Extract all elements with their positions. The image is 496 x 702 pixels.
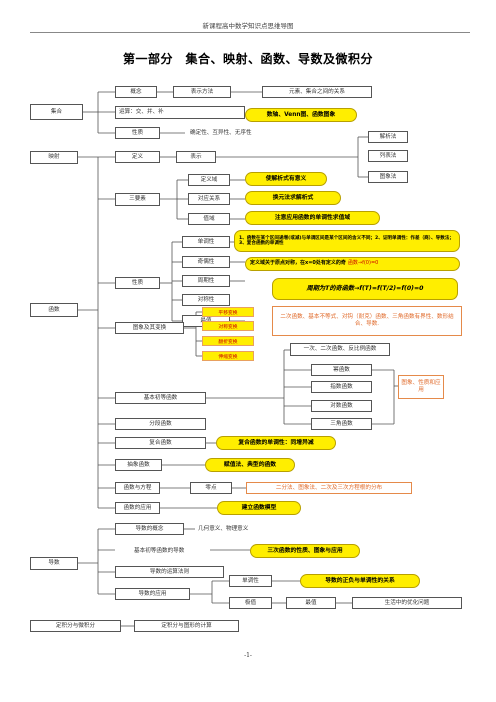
hl-parity-text: 定义域关于原点对称，在x=0处有定义的奇 [250, 260, 346, 267]
node-deriv-extreme: 极值 [229, 597, 272, 609]
node-application: 函数的应用 [115, 502, 160, 514]
node-deriv-concept: 导数的概念 [115, 523, 184, 535]
node-deriv-mono: 单调性 [229, 575, 272, 587]
node-correspondence: 对应关系 [188, 193, 230, 205]
node-deriv-basic: 基本初等函数的导数 [134, 548, 185, 554]
node-deriv-app: 导数的应用 [115, 588, 190, 600]
node-mapping: 映射 [30, 151, 78, 164]
node-deriv-max: 最值 [286, 597, 336, 609]
hl-monotonicity: 1、函数在某个区间递增(或减)与单调区间是某个区间的含义不同；2、证明单调性：作… [234, 230, 460, 252]
node-graph-transform: 图象及其变换 [115, 322, 184, 334]
node-derivative: 导数 [30, 557, 78, 570]
node-deriv-life: 生活中的优化问题 [352, 597, 462, 609]
hl-sets-ops: 数轴、Venn图、函数图象 [245, 108, 357, 122]
node-mapping-def: 定义 [115, 151, 160, 163]
node-range: 值域 [188, 213, 230, 225]
zero-desc: 二分法、图象法、二次及三次方程根的分布 [246, 482, 412, 494]
node-three-elements: 三要素 [115, 193, 160, 206]
node-linear-quadratic: 一次、二次函数、反比例函数 [290, 343, 390, 356]
page-number: -1- [244, 652, 252, 659]
hl-correspondence: 换元法求解析式 [245, 191, 341, 205]
node-trig: 三角函数 [311, 418, 372, 430]
node-sets: 集合 [30, 104, 83, 120]
node-sets-concept: 概念 [115, 86, 157, 98]
hl-application: 建立函数模型 [217, 501, 301, 515]
page-title: 第一部分 集合、映射、函数、导数及微积分 [122, 52, 373, 66]
node-periodicity: 周期性 [182, 275, 230, 287]
hl-periodicity: 周期为T的奇函数→f(T)=f(T/2)=f(0)=0 [272, 278, 458, 300]
node-integral: 定积分与微积分 [30, 620, 121, 632]
node-deriv-rules: 导数的运算法则 [115, 566, 224, 578]
node-exponential: 指数函数 [311, 381, 372, 393]
method-graph: 图象法 [368, 171, 408, 183]
node-mapping-rep: 表示 [176, 151, 216, 163]
page-header: 新课程高中数学知识点思维导图 [202, 22, 294, 30]
node-function: 函数 [30, 303, 78, 317]
node-sets-elem-rel: 元素、集合之间的关系 [262, 86, 372, 98]
hl-abstract: 赋值法、典型的函数 [205, 458, 295, 472]
node-logarithm: 对数函数 [311, 400, 372, 412]
node-power: 幂函数 [311, 364, 372, 376]
node-elementary: 基本初等函数 [115, 392, 206, 404]
transform-stretch: 伸缩变换 [202, 351, 254, 361]
node-piecewise: 分段函数 [115, 418, 206, 430]
method-analytic: 解析法 [368, 131, 408, 143]
node-integral-calc: 定积分与图形的计算 [134, 620, 239, 632]
node-monotonicity: 单调性 [182, 236, 230, 248]
node-composite: 复合函数 [115, 437, 206, 449]
deriv-concept-desc: 几何意义、物理意义 [198, 526, 249, 532]
transform-symmetric: 对称变换 [202, 321, 254, 331]
hl-parity: 定义域关于原点对称，在x=0处有定义的奇 函数→f(0)=0 [245, 257, 460, 271]
method-table: 列表法 [368, 150, 408, 162]
extreme-desc: 二次函数、基本不等式、对钩（耐克）函数、三角函数有界性、数形结合、导数. [272, 306, 462, 336]
sets-props-desc: 确定性、互异性、无序性 [190, 130, 252, 136]
node-zero: 零点 [190, 482, 232, 494]
hl-deriv-basic: 三次函数的性质、图象与应用 [250, 544, 360, 558]
node-sets-props: 性质 [115, 127, 160, 139]
node-sets-repr: 表示方法 [173, 86, 231, 98]
graph-app-box: 图象、性质和应用 [398, 375, 444, 399]
node-abstract: 抽象函数 [115, 459, 162, 471]
hl-deriv-mono: 导数的正负与单调性的关系 [300, 574, 420, 588]
node-equation: 函数与方程 [115, 482, 160, 494]
node-parity: 奇偶性 [182, 256, 230, 268]
hl-composite: 复合函数的单调性：同增异减 [216, 436, 336, 450]
node-domain: 定义域 [188, 174, 230, 186]
transform-fold: 翻折变换 [202, 336, 254, 346]
hl-parity-tag: 函数→f(0)=0 [347, 260, 379, 267]
node-sets-ops: 运算：交、并、补 [115, 106, 245, 119]
node-properties: 性质 [115, 277, 160, 289]
transform-translate: 平移变换 [202, 307, 254, 317]
hl-domain: 使解析式有意义 [245, 172, 327, 186]
header-divider [30, 32, 470, 33]
hl-range: 注意应用函数的单调性求值域 [245, 211, 380, 225]
node-symmetry: 对称性 [182, 294, 230, 306]
